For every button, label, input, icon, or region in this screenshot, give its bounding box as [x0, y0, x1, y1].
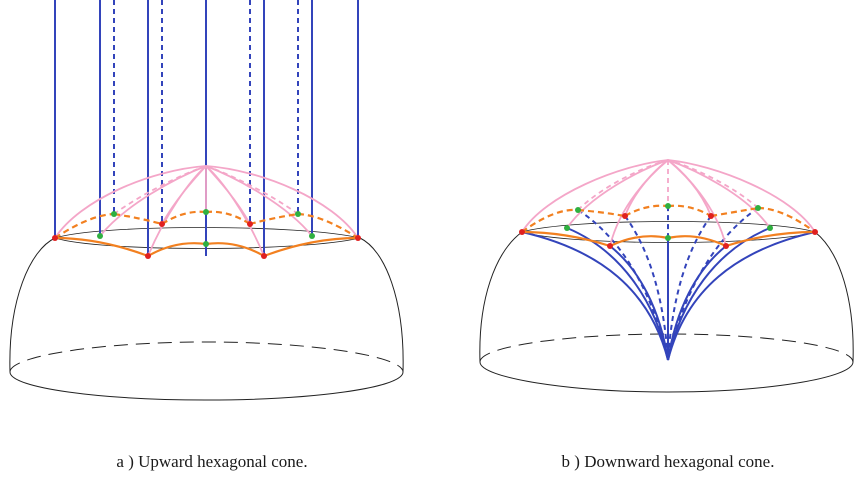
vertex-b-red: [519, 229, 525, 235]
vertex-b-green: [575, 207, 581, 213]
vertex-b-green: [564, 225, 570, 231]
pink-arcs-b: [521, 159, 816, 247]
ray-b-7: [667, 231, 816, 361]
vertex-a-green: [97, 233, 103, 239]
vertex-b-green: [665, 203, 671, 209]
panel-upward-cone: [9, 0, 404, 401]
orange-edges-a: [54, 210, 359, 258]
vertex-b-green: [767, 225, 773, 231]
vertex-b-red: [723, 243, 729, 249]
rays-b: [521, 206, 816, 361]
vertex-a-red: [355, 235, 361, 241]
rays-a: [54, 0, 359, 256]
caption-upward-cone: a ) Upward hexagonal cone.: [116, 452, 308, 471]
vertex-b-red: [607, 243, 613, 249]
vertex-b-red: [708, 213, 714, 219]
ray-b-dashed-5: [667, 207, 759, 361]
ray-b-dashed-1: [577, 209, 669, 361]
ray-b-1: [521, 231, 669, 361]
ray-b-6: [667, 227, 771, 361]
panel-downward-cone: [479, 159, 854, 393]
vertex-a-green: [203, 209, 209, 215]
vertex-a-red: [159, 221, 165, 227]
orange-edges-b: [521, 204, 816, 248]
hemisphere-b: [479, 221, 854, 393]
vertex-a-red: [261, 253, 267, 259]
vertex-a-green: [309, 233, 315, 239]
caption-downward-cone: b ) Downward hexagonal cone.: [561, 452, 775, 471]
hemisphere-a: [9, 227, 404, 401]
vertex-b-green: [665, 235, 671, 241]
vertex-b-red: [622, 213, 628, 219]
vertex-a-green: [111, 211, 117, 217]
vertex-b-green: [755, 205, 761, 211]
vertex-b-red: [812, 229, 818, 235]
pink-arcs-a: [54, 165, 359, 257]
vertex-a-green: [203, 241, 209, 247]
vertex-a-red: [247, 221, 253, 227]
vertex-a-red: [145, 253, 151, 259]
vertex-a-red: [52, 235, 58, 241]
vertices-a: [52, 209, 361, 259]
vertices-b: [519, 203, 818, 249]
vertex-a-green: [295, 211, 301, 217]
